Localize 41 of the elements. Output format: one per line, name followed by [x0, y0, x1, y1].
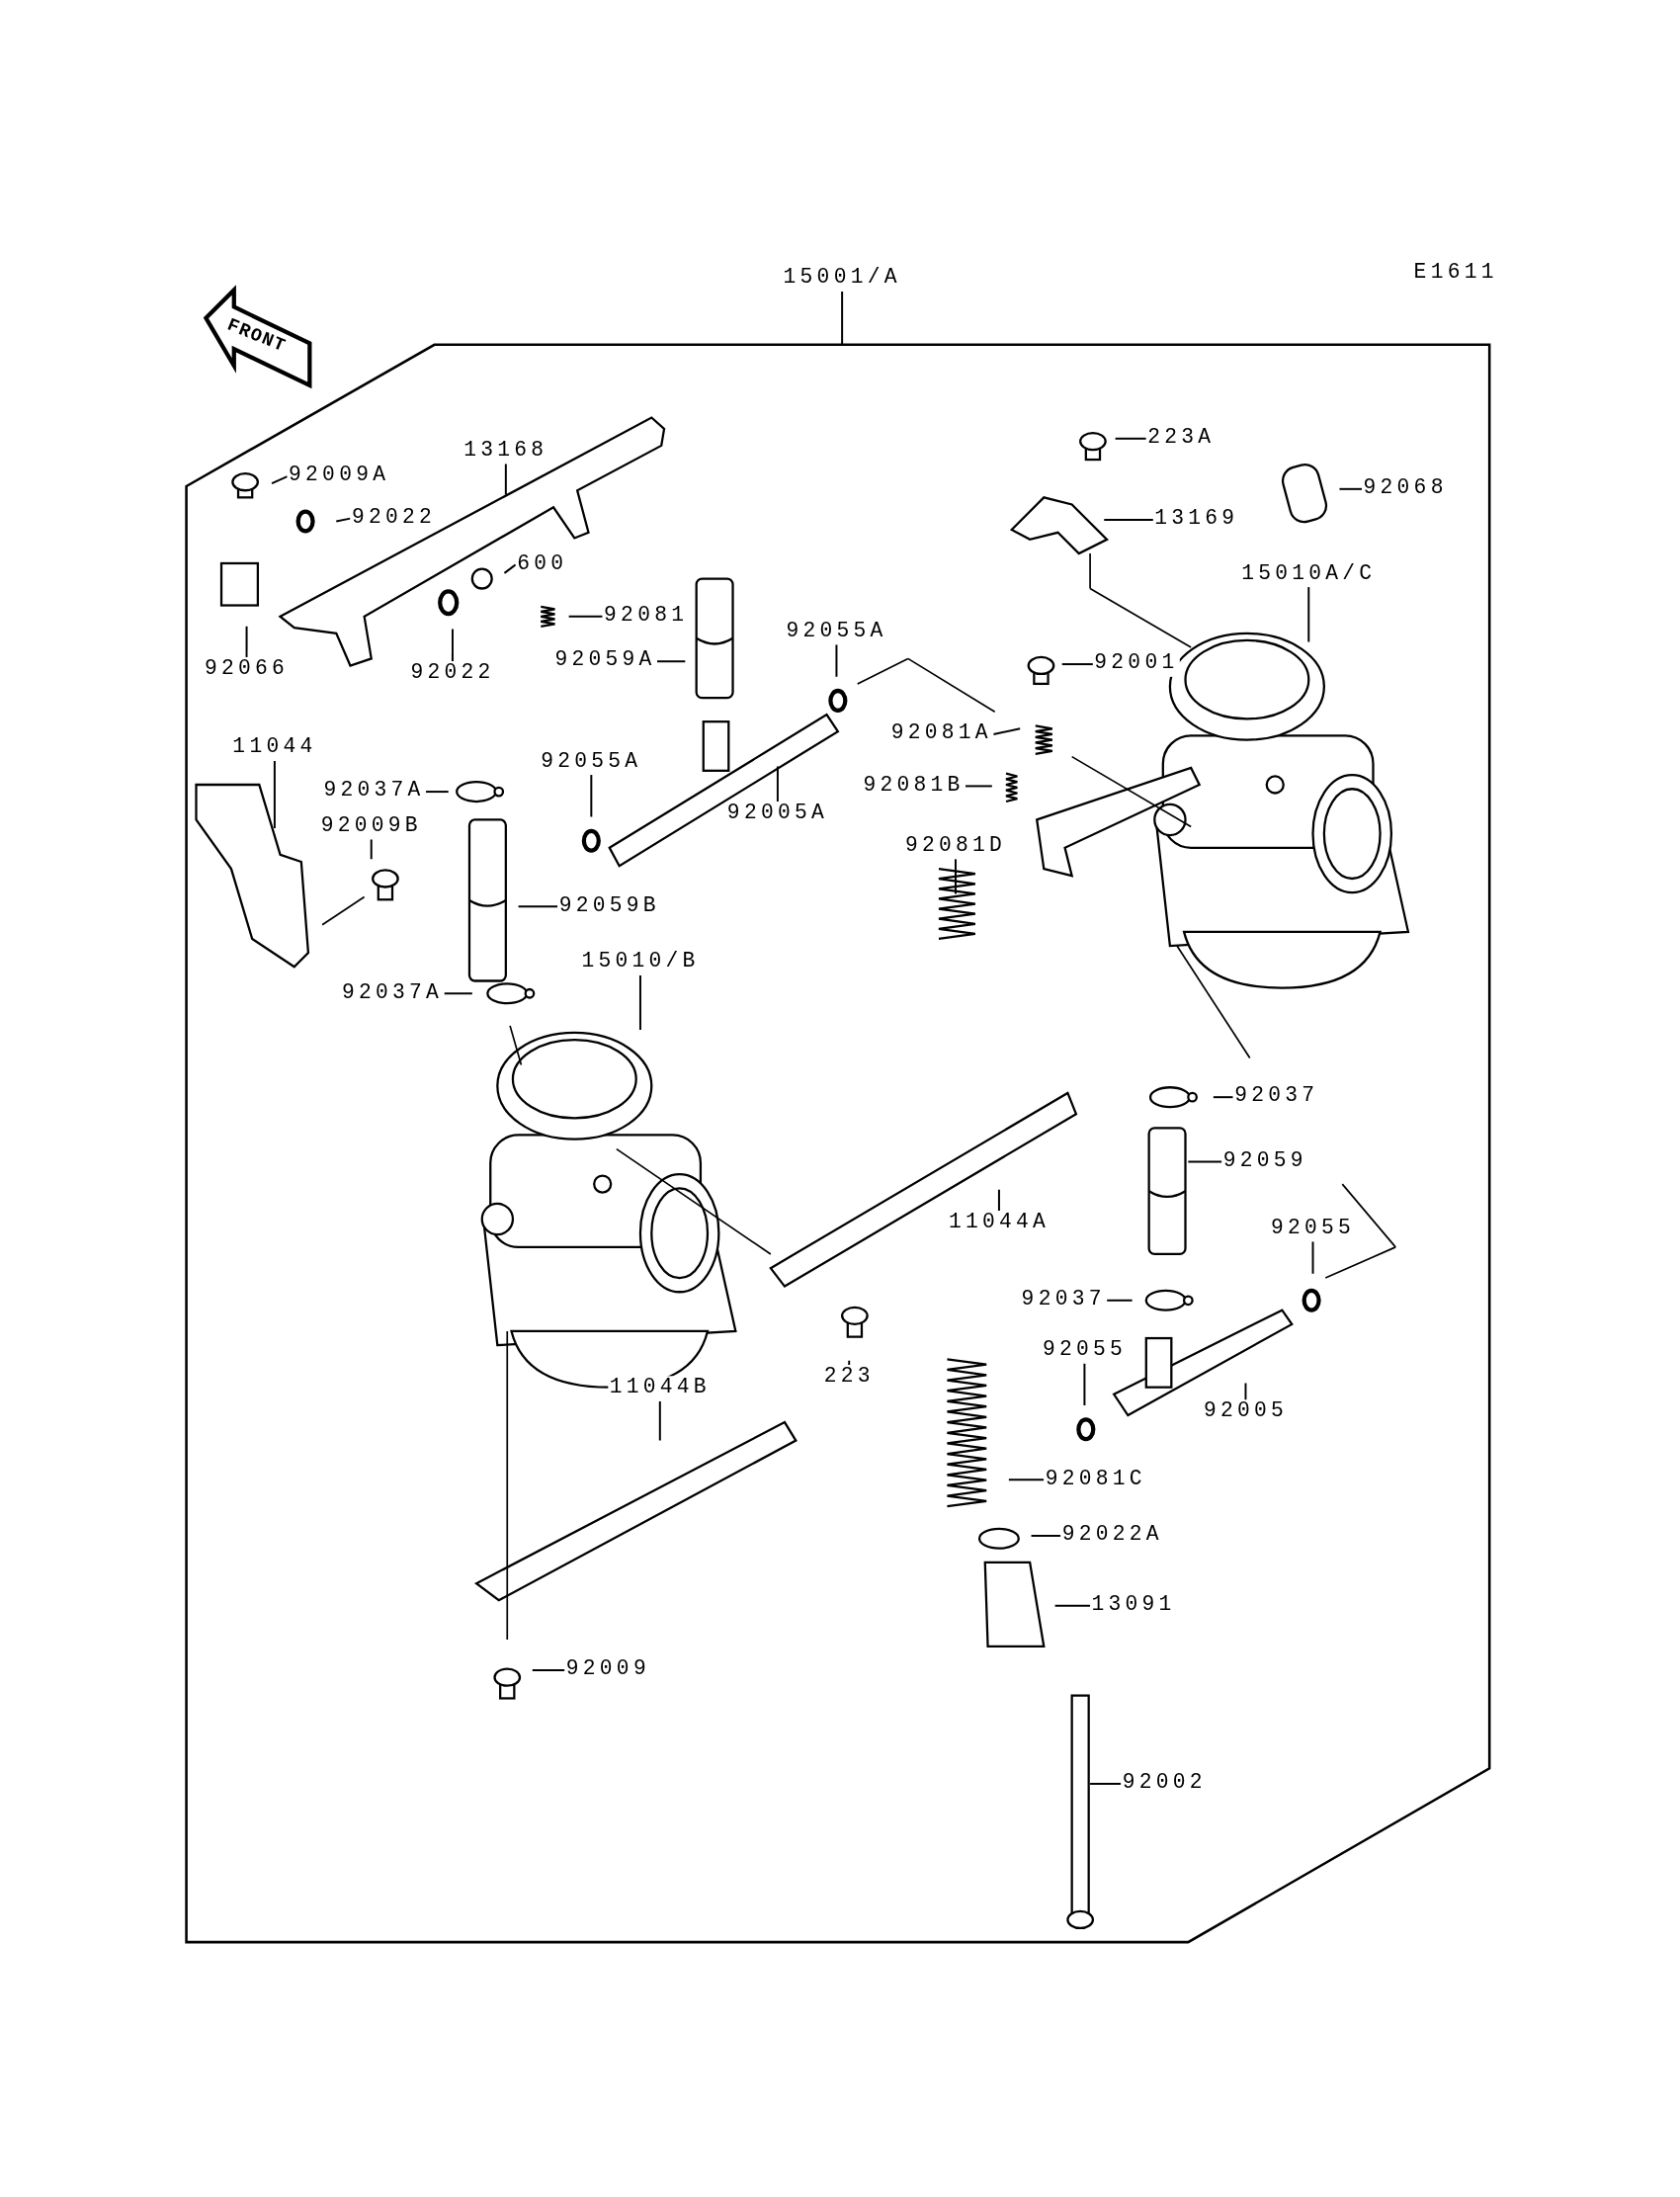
leader-line [590, 774, 593, 818]
part-number: 92001 [1092, 651, 1180, 677]
leader-line [1007, 1479, 1046, 1481]
leader-line [245, 625, 248, 658]
leader-line [835, 643, 838, 678]
leader-line [443, 992, 473, 995]
leader-line [567, 615, 604, 618]
leader-line [335, 517, 352, 523]
leader-line [517, 905, 559, 908]
leader-line [964, 785, 993, 788]
leader-line [1106, 1299, 1134, 1302]
leader-line [503, 563, 517, 574]
leader-line [992, 727, 1022, 735]
leader-line [1083, 1362, 1086, 1407]
leader-line [1338, 487, 1364, 490]
leader-line [1030, 1534, 1062, 1537]
leader-line [1114, 437, 1147, 440]
leader-line [1053, 1604, 1092, 1607]
leader-line [955, 858, 957, 895]
leader-line [656, 660, 687, 663]
leader-line [1089, 1782, 1123, 1785]
leader-line [776, 765, 779, 803]
leader-line [271, 475, 289, 485]
leader-line [425, 791, 450, 794]
leader-line [638, 973, 641, 1032]
leader-line [1212, 1096, 1234, 1099]
leader-line [504, 463, 507, 496]
leader-line [658, 1399, 661, 1442]
leader-line [273, 759, 276, 829]
leader-line [1103, 519, 1154, 521]
leader-line [1311, 1240, 1314, 1275]
leader-line [997, 1188, 1000, 1212]
leader-line [370, 838, 373, 861]
leader-line [1187, 1160, 1223, 1163]
leader-line [848, 1359, 851, 1366]
leader-line [841, 290, 844, 346]
leader-line [1060, 663, 1094, 666]
leader-line [531, 1669, 566, 1672]
leader-line [1307, 586, 1310, 643]
leader-line [452, 628, 454, 663]
leader-line [1244, 1382, 1247, 1401]
